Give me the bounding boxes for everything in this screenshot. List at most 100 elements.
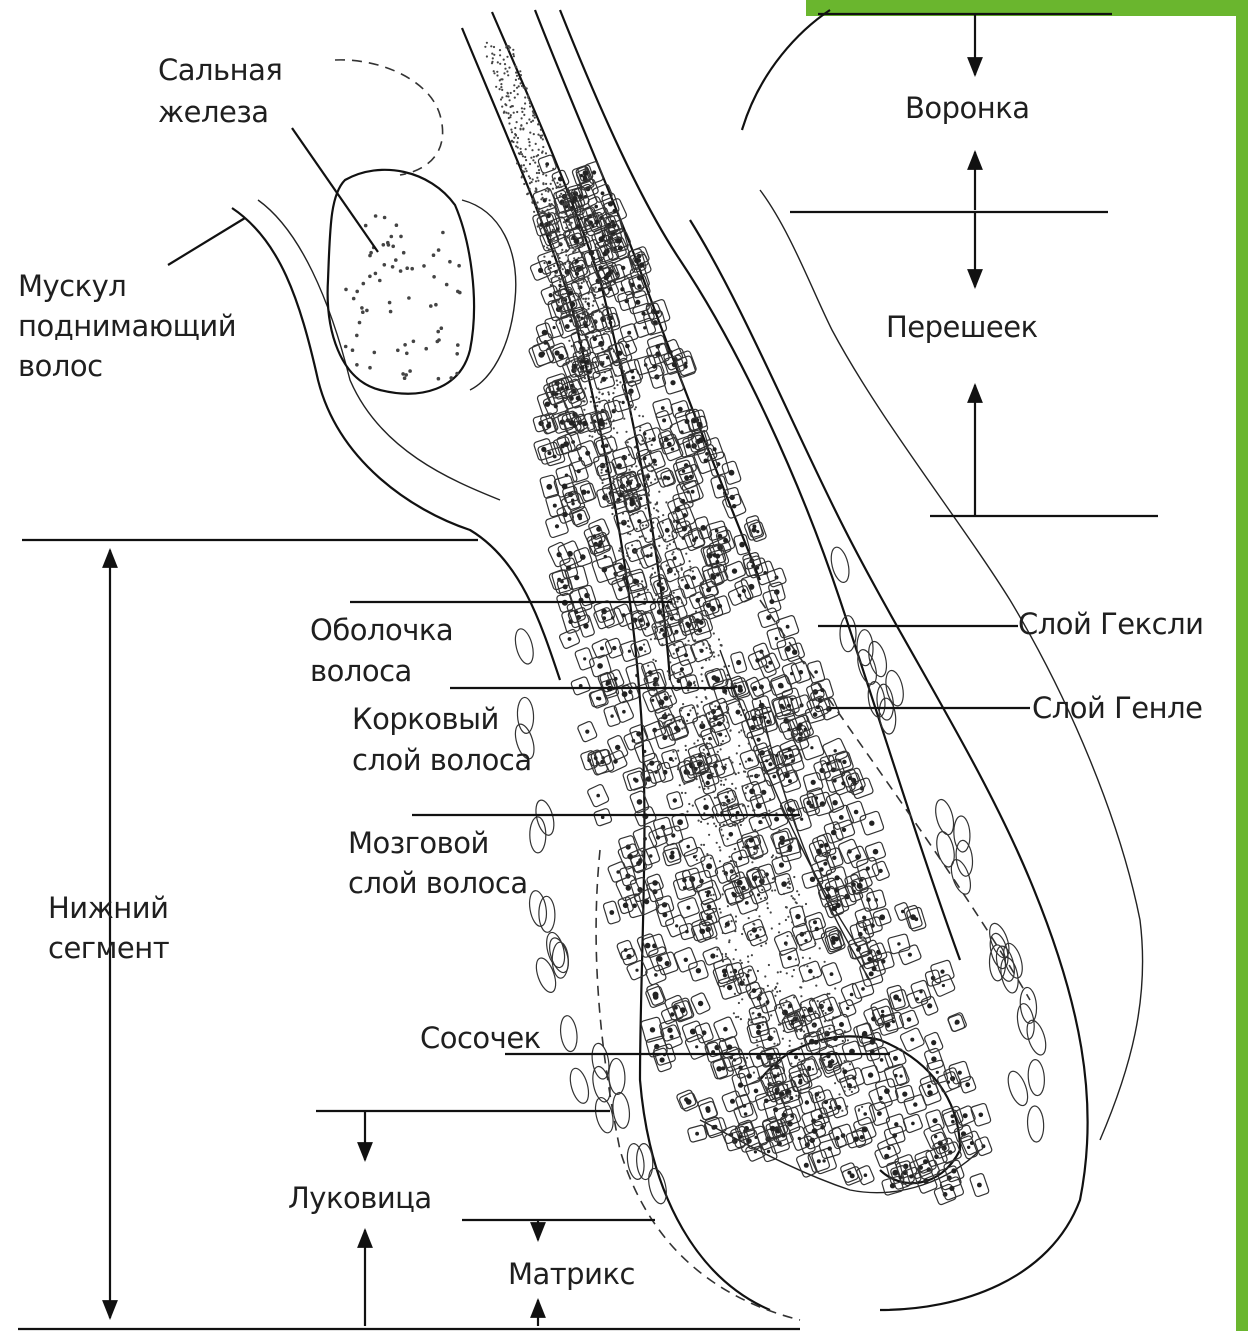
shaft-stipple xyxy=(649,438,651,440)
shaft-stipple xyxy=(805,903,807,905)
label-hair-sheath-1: Оболочка xyxy=(310,613,453,647)
shaft-stipple xyxy=(643,644,645,646)
shaft-stipple xyxy=(703,738,705,740)
shaft-stipple xyxy=(715,937,717,939)
shaft-stipple xyxy=(631,479,633,481)
shaft-stipple xyxy=(625,431,627,433)
shaft-stipple xyxy=(751,954,753,956)
cell-nucleus xyxy=(670,1035,674,1039)
shaft-stipple xyxy=(583,347,585,349)
shaft-stipple xyxy=(520,164,522,166)
shaft-stipple xyxy=(518,152,520,154)
gland-cell-dot xyxy=(390,235,394,239)
shaft-stipple xyxy=(695,624,697,626)
shaft-stipple xyxy=(727,905,729,907)
shaft-stipple xyxy=(789,1093,791,1095)
shaft-stipple xyxy=(716,948,718,950)
cell-nucleus xyxy=(695,1045,698,1048)
shaft-stipple xyxy=(541,193,543,195)
shaft-stipple xyxy=(684,761,686,763)
cell-nucleus xyxy=(850,993,854,997)
cell-nucleus xyxy=(670,616,674,620)
shaft-stipple xyxy=(663,715,665,717)
shaft-stipple xyxy=(586,318,588,320)
shaft-stipple xyxy=(793,996,795,998)
cell-nucleus xyxy=(584,324,589,329)
shaft-stipple xyxy=(725,926,727,928)
shaft-stipple xyxy=(565,204,567,206)
shaft-stipple xyxy=(540,137,542,139)
fibroblast-nucleus xyxy=(1023,1018,1049,1057)
shaft-stipple xyxy=(508,49,510,51)
cell-nucleus xyxy=(617,463,622,468)
cell-nucleus xyxy=(600,646,604,650)
cell-nucleus xyxy=(756,1025,761,1030)
shaft-stipple xyxy=(543,256,545,258)
cell-nucleus xyxy=(732,568,737,573)
shaft-stipple xyxy=(682,703,684,705)
shaft-stipple xyxy=(652,659,654,661)
shaft-stipple xyxy=(645,483,647,485)
shaft-stipple xyxy=(593,403,595,405)
shaft-stipple xyxy=(512,105,514,107)
cell-nucleus xyxy=(712,675,717,680)
cell-nucleus xyxy=(605,469,608,472)
cell-nucleus xyxy=(804,939,807,942)
shaft-stipple xyxy=(669,661,671,663)
shaft-stipple xyxy=(662,593,664,595)
shaft-stipple xyxy=(747,961,749,963)
shaft-stipple xyxy=(530,157,532,159)
cell-nucleus xyxy=(785,646,791,652)
gland-cell-dot xyxy=(352,297,356,301)
shaft-stipple xyxy=(757,970,759,972)
cell-nucleus xyxy=(787,704,791,708)
shaft-stipple xyxy=(791,921,793,923)
shaft-stipple xyxy=(673,644,675,646)
shaft-stipple xyxy=(540,198,542,200)
cell-nucleus xyxy=(934,1155,939,1160)
shaft-stipple xyxy=(618,364,620,366)
shaft-stipple xyxy=(535,187,537,189)
shaft-stipple xyxy=(676,738,678,740)
shaft-stipple xyxy=(529,177,531,179)
cell-nucleus xyxy=(621,401,624,404)
gland-cell-dot xyxy=(389,310,393,314)
shaft-stipple xyxy=(541,134,543,136)
shaft-stipple xyxy=(644,650,646,652)
fibroblast-nucleus xyxy=(1004,1069,1031,1108)
shaft-stipple xyxy=(550,232,552,234)
shaft-stipple xyxy=(493,54,495,56)
cell-nucleus xyxy=(828,1146,832,1150)
shaft-stipple xyxy=(649,450,651,452)
shaft-stipple xyxy=(667,670,669,672)
shaft-stipple xyxy=(726,981,728,983)
shaft-stipple xyxy=(734,930,736,932)
cell-nucleus xyxy=(752,988,757,993)
shaft-stipple xyxy=(721,953,723,955)
cell-nucleus xyxy=(763,571,767,575)
shaft-stipple xyxy=(738,700,740,702)
shaft-stipple xyxy=(612,398,614,400)
cell-nucleus xyxy=(826,894,831,899)
accent-frame xyxy=(806,0,1248,1331)
shaft-stipple xyxy=(819,947,821,949)
cell-nucleus xyxy=(932,1118,937,1123)
shaft-stipple xyxy=(603,426,605,428)
cell-nucleus xyxy=(739,542,745,548)
shaft-stipple xyxy=(701,613,703,615)
shaft-stipple xyxy=(609,494,611,496)
shaft-stipple xyxy=(568,262,570,264)
shaft-stipple xyxy=(543,245,545,247)
cell-nucleus xyxy=(808,1068,811,1071)
shaft-stipple xyxy=(651,444,653,446)
cell-nucleus xyxy=(934,1135,937,1138)
shaft-stipple xyxy=(626,394,628,396)
cell-nucleus xyxy=(654,973,658,977)
shaft-stipple xyxy=(564,281,566,283)
shaft-stipple xyxy=(726,721,728,723)
shaft-stipple xyxy=(486,42,488,44)
cell-nucleus xyxy=(910,1038,914,1042)
cell-nucleus xyxy=(979,1113,984,1118)
shaft-stipple xyxy=(818,1068,820,1070)
shaft-stipple xyxy=(823,1001,825,1003)
